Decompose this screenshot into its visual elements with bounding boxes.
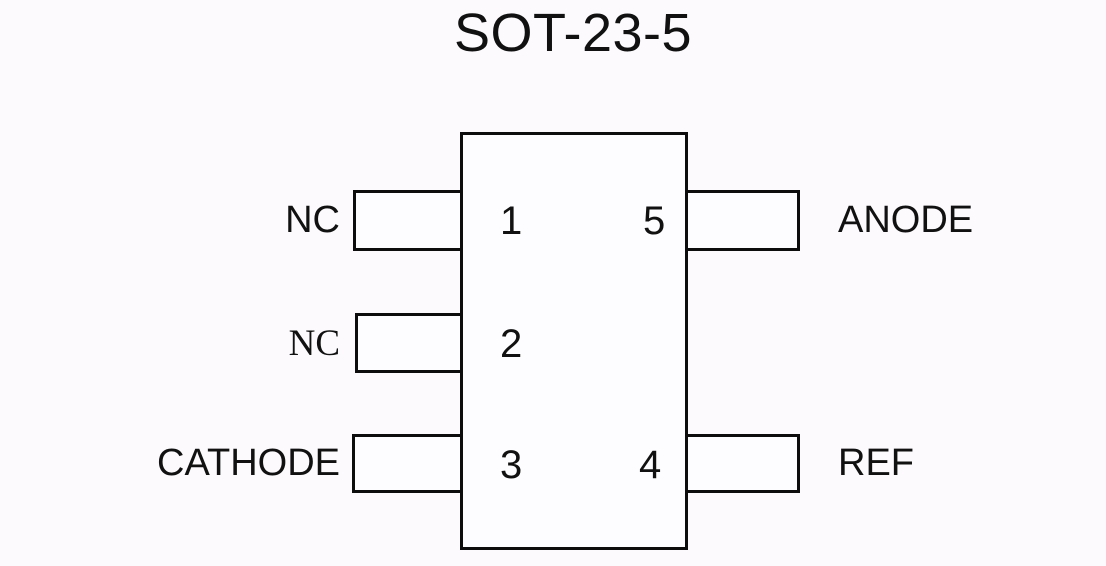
pin-lead-2 xyxy=(355,313,463,373)
pin-number-1: 1 xyxy=(500,199,523,243)
package-body-outline xyxy=(460,132,688,550)
pin-lead-5 xyxy=(685,190,800,251)
pin-lead-4 xyxy=(685,434,800,493)
pin-number-5: 5 xyxy=(643,199,666,243)
pin-number-3: 3 xyxy=(500,443,523,487)
pin-number-4: 4 xyxy=(639,443,662,487)
pin-label-3-cathode: CATHODE xyxy=(157,442,340,484)
pin-label-2-nc: NC xyxy=(288,323,340,364)
pin-lead-3 xyxy=(352,434,463,493)
pin-lead-1 xyxy=(353,190,463,251)
pin-label-4-ref: REF xyxy=(838,442,914,484)
page-title: SOT-23-5 xyxy=(453,3,693,63)
pin-label-1-nc: NC xyxy=(285,199,340,241)
pin-label-5-anode: ANODE xyxy=(838,199,974,241)
pin-number-2: 2 xyxy=(500,322,523,366)
